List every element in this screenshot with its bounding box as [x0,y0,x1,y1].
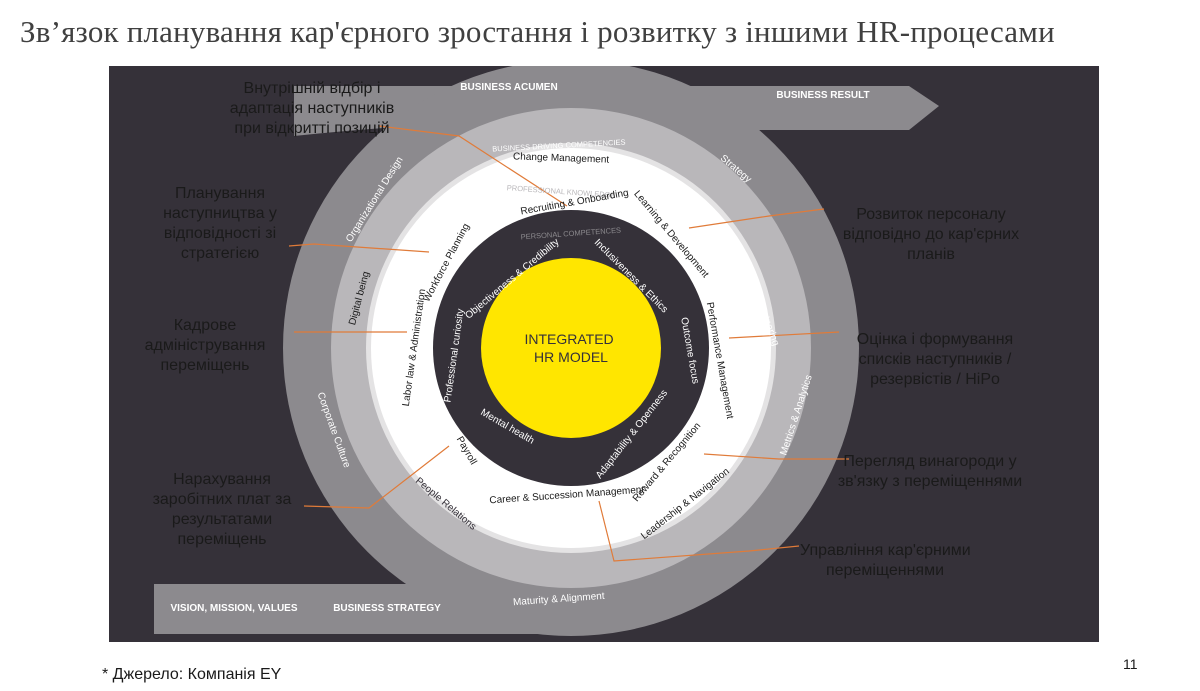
arrow-bottom-right-label: BUSINESS STRATEGY [333,603,441,614]
note-payroll-results: Нарахування заробітних плат за результат… [152,471,292,548]
arrow-bottom-left-label: VISION, MISSION, VALUES [170,603,297,614]
note-successor-assessment: Оцінка і формування списків наступників … [856,331,1014,388]
hr-model-svg: BUSINESS ACUMEN BUSINESS RESULT VISION, … [154,66,939,636]
slide-title: Зв’язок планування кар'єрного зростання … [20,14,1055,49]
source-note: * Джерело: Компанія EY [102,666,282,683]
note-reward-review: Перегляд винагороди у зв'язку з переміще… [837,453,1023,490]
connector-lines [288,125,849,562]
note-staff-development: Розвиток персоналу відповідно до кар'єрн… [842,206,1020,263]
page-number: 11 [1123,656,1138,672]
arrow-top-right-label: BUSINESS RESULT [776,90,869,101]
note-career-moves: Управління кар'єрними переміщеннями [800,542,971,579]
note-internal-selection: Внутрішній відбір і адаптація наступникі… [229,80,395,137]
change-management-label: Change Management [513,151,610,165]
note-succession-planning: Планування наступництва у відповідності … [163,185,277,262]
integrated-core [481,258,661,438]
hr-model-diagram: BUSINESS ACUMEN BUSINESS RESULT VISION, … [109,66,1099,642]
note-personnel-administration: Кадрове адміністрування переміщень [144,317,266,374]
integrated-model-label: INTEGRATED HR MODEL [524,331,617,365]
arrow-top-left-label: BUSINESS ACUMEN [460,82,557,93]
